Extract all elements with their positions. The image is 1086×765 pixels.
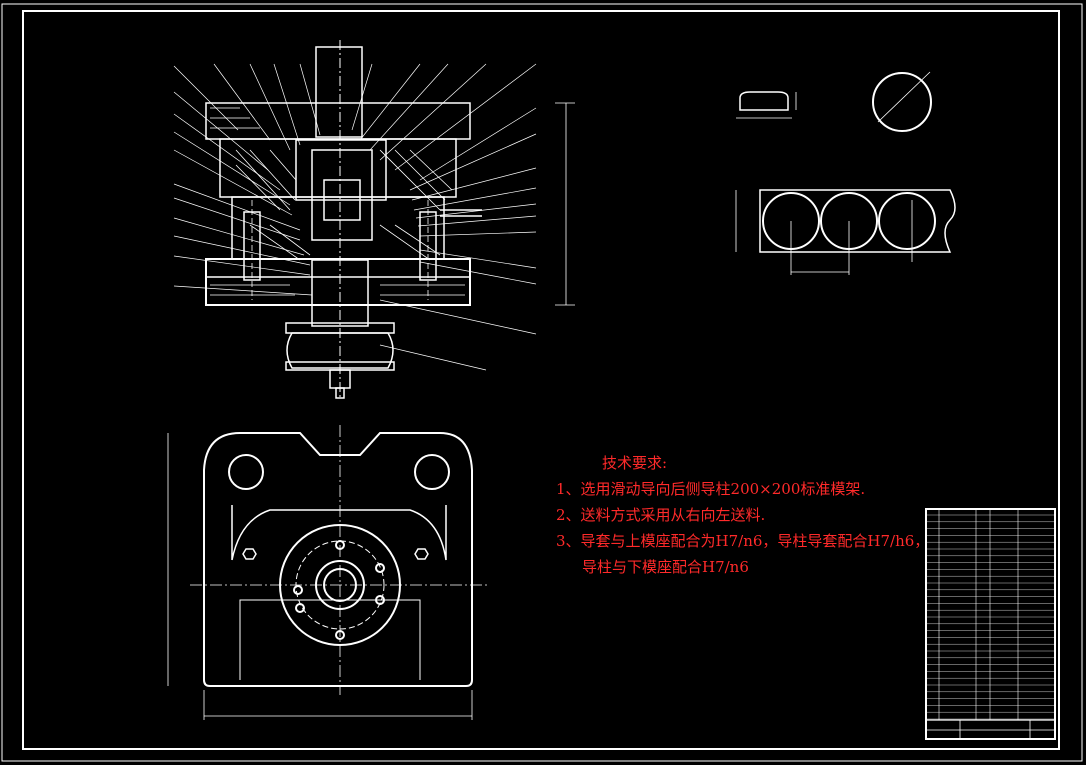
outer-frame [1, 3, 1083, 762]
plan-view [203, 432, 473, 687]
section-view [205, 40, 575, 400]
strip-layout [735, 189, 956, 275]
tech-item-3: 3、导套与上模座配合为H7/n6，导柱导套配合H7/h6， [556, 532, 930, 550]
bom-rows [926, 514, 1055, 720]
leader-lines [173, 63, 537, 371]
inner-frame [22, 10, 1060, 750]
part-section [736, 91, 797, 119]
part-plan [872, 71, 932, 132]
technical-requirements: 技术要求: 1、选用滑动导向后侧导柱200×200标准模架. 2、送料方式采用从… [556, 450, 929, 580]
plan-centerlines [167, 425, 490, 720]
tech-item-4: 导柱与下模座配合H7/n6 [582, 558, 749, 576]
tech-item-1: 1、选用滑动导向后侧导柱200×200标准模架. [556, 480, 866, 498]
tech-title: 技术要求: [602, 454, 668, 472]
tech-item-2: 2、送料方式采用从右向左送料. [556, 506, 766, 524]
